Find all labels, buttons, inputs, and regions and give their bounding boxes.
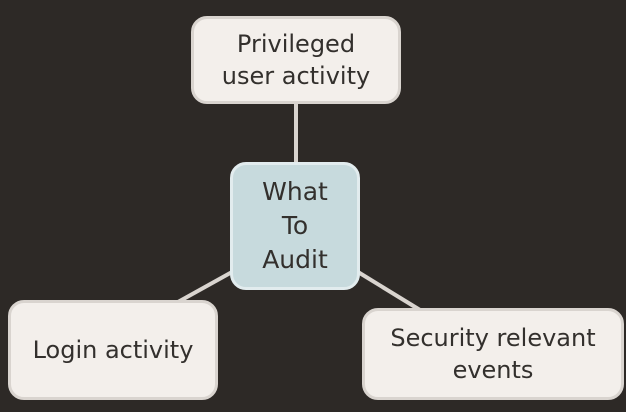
node-privileged-user-activity: Privileged user activity xyxy=(191,16,401,104)
node-label: Security relevant events xyxy=(390,324,596,384)
node-label: Login activity xyxy=(32,336,194,364)
node-label: Privileged user activity xyxy=(221,30,371,90)
connector-left xyxy=(177,270,233,304)
connector-right xyxy=(356,270,422,312)
node-label: What To Audit xyxy=(262,177,328,274)
node-login-activity: Login activity xyxy=(8,300,218,400)
node-security-relevant-events: Security relevant events xyxy=(362,308,624,400)
node-what-to-audit: What To Audit xyxy=(230,162,360,290)
